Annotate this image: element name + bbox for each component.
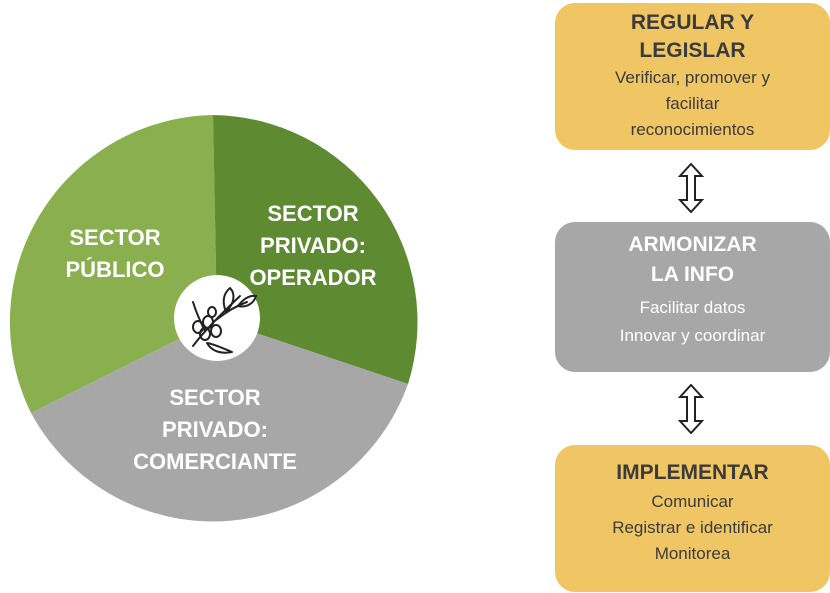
box-title: REGULAR Y LEGISLAR [630,11,755,62]
pie-svg [9,115,418,522]
sector-comerciante-label: SECTOR PRIVADO: COMERCIANTE [133,385,297,474]
box-line: Innovar y coordinar [619,326,766,345]
pie-slice-publico [9,115,217,413]
pie-slice-comerciante [31,320,408,522]
box-line: facilitar [665,94,720,113]
box-line: Facilitar datos [639,298,746,317]
sector-pie-diagram: SECTOR PÚBLICO SECTOR PRIVADO: OPERADOR … [9,115,418,522]
bidirectional-arrow-icon [678,384,704,434]
box-title: IMPLEMENTAR [616,461,769,484]
implementar-box: IMPLEMENTAR Comunicar Registrar e identi… [555,445,830,592]
box-line: Verificar, promover y [615,68,770,87]
box-line: Monitorea [654,544,731,563]
sector-publico-label: SECTOR PÚBLICO [65,225,165,282]
armonizar-info-box: ARMONIZAR LA INFO Facilitar datos Innova… [555,222,830,372]
box-line: Registrar e identificar [612,518,773,537]
box-line: Comunicar [651,492,734,511]
box-title: ARMONIZAR LA INFO [628,233,757,286]
sector-operador-label: SECTOR PRIVADO: OPERADOR [249,201,377,290]
bidirectional-arrow-icon [678,163,704,213]
pie-slice-operador [213,115,418,384]
coffee-branch-icon [192,287,257,354]
box-line: reconocimientos [630,120,755,139]
regular-legislar-box: REGULAR Y LEGISLAR Verificar, promover y… [555,3,830,150]
